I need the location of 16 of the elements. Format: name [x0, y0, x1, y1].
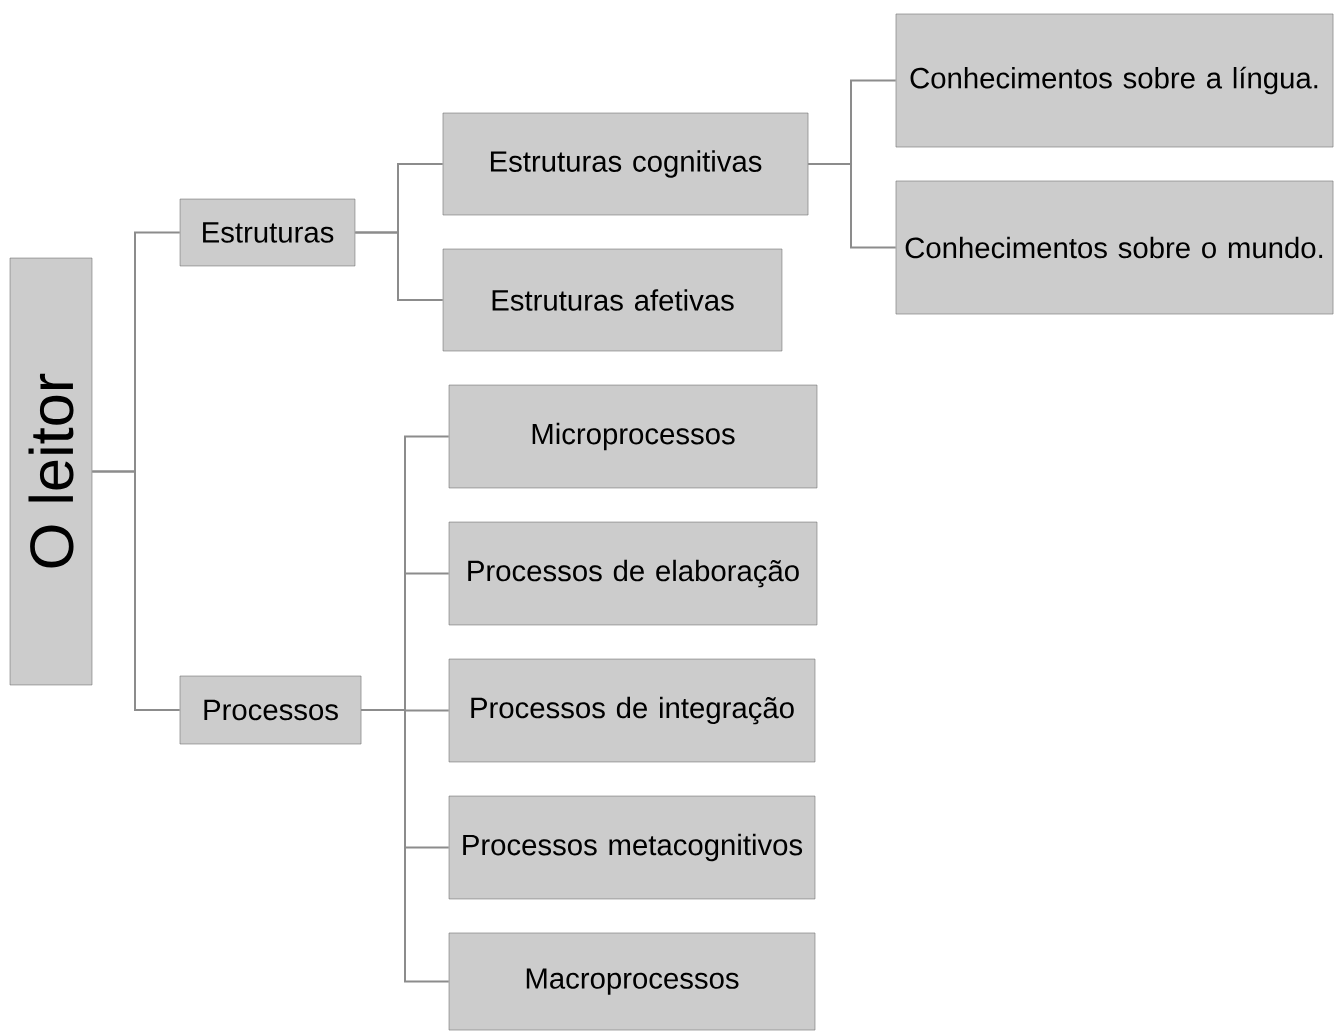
- connector-line: [91, 470, 181, 711]
- category-box: Macroprocessos: [448, 932, 816, 1031]
- category-box: Conhecimentos sobre o mundo.: [895, 180, 1334, 315]
- category-box: Estruturas afetivas: [442, 248, 783, 352]
- connector-line: [807, 163, 897, 249]
- category-box: Estruturas cognitivas: [442, 112, 809, 216]
- category-box: Processos metacognitivos: [448, 795, 816, 900]
- connector-line: [360, 709, 450, 983]
- category-box: Processos de elaboração: [448, 521, 818, 626]
- category-box: Processos: [179, 675, 362, 745]
- title-box: O leitor: [9, 257, 93, 686]
- category-box: Processos de integração: [448, 658, 816, 763]
- connector-line: [354, 231, 444, 301]
- category-box: Conhecimentos sobre a língua.: [895, 13, 1334, 148]
- category-box: Microprocessos: [448, 384, 818, 489]
- category-box: Estruturas: [179, 198, 356, 267]
